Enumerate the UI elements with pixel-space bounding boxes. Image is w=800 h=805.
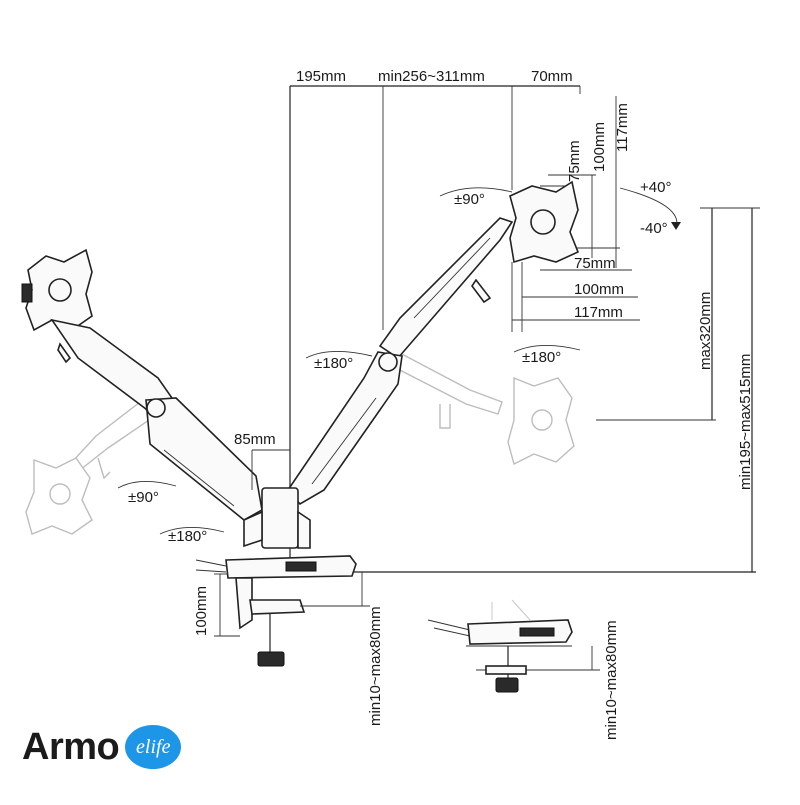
height-dimensions-group: max320mm min195~max515mm [290, 207, 760, 573]
left-handle [57, 342, 72, 364]
ghost-left-handle [97, 457, 111, 480]
logo-badge: elife [125, 725, 182, 769]
ghost-right-monitor [391, 351, 575, 466]
tilt-down: -40° [640, 220, 668, 237]
alt-cable [433, 627, 471, 637]
ghost-left-arm [71, 401, 153, 471]
right-monitor-assembly [286, 180, 580, 506]
vesa-v-100: 100mm [591, 122, 608, 172]
alt-clamp-detail [519, 627, 555, 637]
alt-cable [427, 619, 471, 631]
clamp-vertical-bar [235, 577, 253, 630]
arm-rotation-label: ±180° [314, 355, 353, 372]
tilt-group: +40° -40° [619, 179, 681, 237]
ghost-left-monitor [25, 401, 153, 535]
base-rotation-arc [159, 527, 225, 535]
overall-height-label: min195~max515mm [737, 354, 754, 490]
center-pole [261, 487, 299, 549]
vesa-v-117: 117mm [614, 103, 631, 152]
cable-line [195, 569, 227, 573]
left-upper-arm [145, 397, 263, 521]
vesa-horizontal-group: 75mm 100mm 117mm [511, 255, 640, 332]
vesa-h-75: 75mm [574, 255, 616, 272]
tilt-arrow-icon [671, 222, 681, 230]
logo-wordmark: Armo [22, 725, 120, 768]
alt-knob [495, 677, 519, 693]
vesa-v-75: 75mm [566, 140, 583, 182]
top-dimension-group: 195mm min256~311mm 70mm [289, 68, 581, 572]
vesa-h-100: 100mm [574, 281, 624, 298]
alt-bottom-plate [485, 665, 527, 675]
base-assembly [195, 487, 357, 667]
alt-pole-ghost [511, 599, 531, 621]
alt-desk-thickness-label: min10~max80mm [603, 620, 620, 740]
left-elbow-joint [146, 398, 166, 418]
clamp-knob [257, 651, 285, 667]
left-rotation-arc [117, 481, 177, 489]
top-rotation-label: ±90° [454, 191, 485, 208]
cable-line [195, 559, 227, 567]
base-rotation-label: ±180° [168, 528, 207, 545]
ghost-rotation-label: ±180° [522, 349, 561, 366]
right-elbow-joint [378, 352, 398, 372]
ghost-right-plate-hub [531, 409, 553, 431]
left-plate-hub [48, 278, 72, 302]
dim-195: 195mm [296, 68, 346, 85]
left-arm-slot [163, 449, 235, 507]
clamp-height-label: 100mm [193, 586, 210, 636]
top-rotation-arc [439, 187, 513, 197]
ghost-right-handle [439, 404, 451, 429]
left-forearm [50, 318, 174, 413]
right-forearm [378, 217, 514, 360]
left-plate-clip [21, 283, 33, 303]
right-forearm-slot [413, 237, 491, 319]
right-plate-hub [530, 209, 556, 235]
left-rotation-label: ±90° [128, 489, 159, 506]
left-labels-group: 85mm ±90° ±180° 100mm min10~max80mm [117, 431, 384, 726]
right-handle [471, 278, 492, 304]
brand-logo: Armo elife [22, 722, 182, 772]
alt-clamp-detail: min10~max80mm [427, 599, 620, 740]
ghost-rotation-arc [513, 345, 581, 353]
ghost-left-plate-hub [49, 483, 71, 505]
arm-height-label: max320mm [697, 292, 714, 370]
right-upper-arm [286, 351, 403, 506]
vesa-h-117: 117mm [574, 304, 623, 321]
arm-rotation-arc [305, 351, 373, 359]
dim-reach: min256~311mm [378, 68, 485, 85]
left-monitor-assembly [21, 248, 263, 521]
pole-collar-right [297, 510, 311, 549]
pole-offset-label: 85mm [234, 431, 276, 448]
tilt-up: +40° [640, 179, 671, 196]
clamp-bottom-plate [249, 599, 306, 615]
right-labels-group: ±90° ±180° ±180° [305, 187, 581, 372]
dim-70: 70mm [531, 68, 573, 85]
right-arm-slot [311, 397, 377, 485]
desk-thickness-label: min10~max80mm [367, 606, 384, 726]
clamp-top-detail [285, 561, 317, 572]
pole-collar-left [243, 510, 263, 548]
